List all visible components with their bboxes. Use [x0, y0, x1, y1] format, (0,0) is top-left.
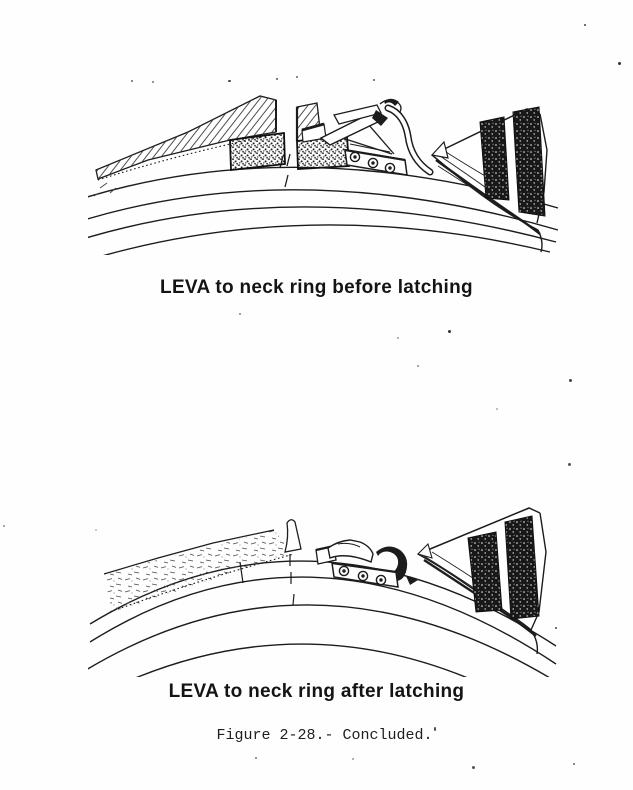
seal-block-left [229, 131, 286, 172]
scan-speck [373, 79, 375, 81]
rivet-plate [344, 148, 408, 176]
scan-speck [131, 80, 133, 82]
latch-lever-open [319, 98, 402, 155]
latch-lever-closed [315, 539, 374, 565]
scan-speck [276, 78, 278, 80]
figure-number-caption: Figure 2-28.- Concluded. [216, 727, 433, 744]
dark-panel-left [467, 531, 503, 613]
dark-panel-right [512, 106, 546, 217]
figure-after-latching [88, 492, 560, 677]
scan-speck [618, 62, 621, 65]
scan-speck [239, 313, 241, 315]
scan-speck [584, 24, 586, 26]
scan-speck [397, 337, 399, 339]
illustration-before-latching-drawing [88, 95, 559, 255]
stowed-visor-bundle [430, 106, 548, 253]
scan-speck [568, 463, 571, 466]
scan-speck [255, 757, 257, 759]
scan-speck [152, 81, 154, 83]
left-fabric-flap [93, 95, 277, 197]
rivet-plate [331, 561, 399, 588]
scan-speck [573, 763, 575, 765]
scan-speck [448, 330, 451, 333]
scan-speck [417, 365, 419, 367]
figure-before-latching [88, 80, 560, 255]
scan-speck [228, 80, 231, 82]
left-fabric-flap [103, 519, 302, 613]
scan-speck [95, 529, 97, 531]
scan-speck [352, 758, 354, 760]
caption-before-latching: LEVA to neck ring before latching [160, 277, 473, 298]
latch-strap [384, 104, 434, 176]
illustration-after-latching-drawing [88, 507, 557, 677]
scan-speck [472, 766, 475, 769]
scan-speck [569, 379, 572, 382]
stowed-visor-bundle [416, 507, 547, 655]
ring-band-seams [239, 554, 295, 606]
scan-speck [496, 408, 498, 410]
latch-hook [376, 546, 418, 585]
scan-speck [296, 76, 298, 78]
scan-speck [555, 627, 557, 629]
scan-speck [434, 727, 436, 731]
dark-panel-right [504, 515, 540, 620]
caption-after-latching: LEVA to neck ring after latching [168, 681, 465, 702]
scan-speck [3, 525, 5, 527]
dark-panel-left [479, 116, 510, 201]
